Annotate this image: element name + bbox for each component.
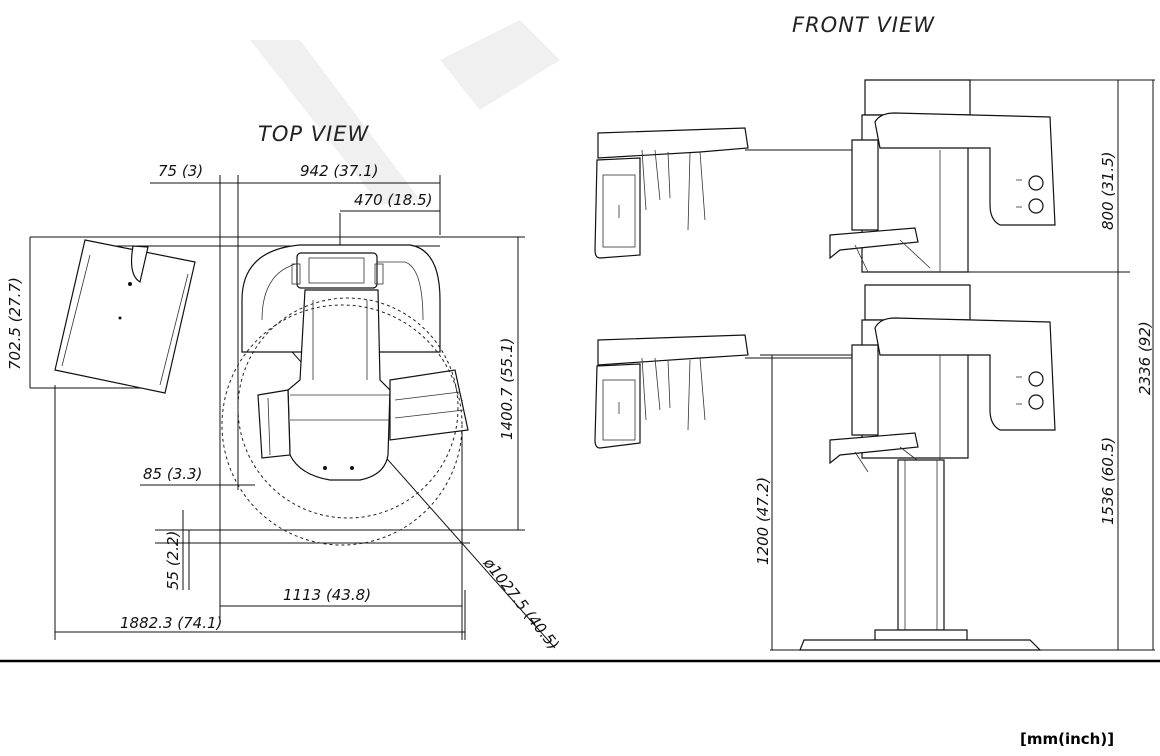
dim-800: 800 (31.5) [1099,151,1117,230]
unit-lower-position [594,284,1056,473]
rotation-circle-inner [237,297,459,519]
front-view: FRONT VIEW 800 (31.5) 2336 (92) 1536 (60… [594,13,1155,651]
top-view: TOP VIEW [6,122,563,653]
dim-1200: 1200 (47.2) [754,477,772,565]
dim-470: 470 (18.5) [354,191,433,209]
dim-702: 702.5 (27.7) [6,277,24,370]
dim-942: 942 (37.1) [300,162,379,180]
column-and-base [799,459,1042,651]
unit-top-outline [241,244,469,481]
dim-1882: 1882.3 (74.1) [120,614,222,632]
units-label: [mm(inch)] [1020,730,1114,748]
dim-1113: 1113 (43.8) [283,586,371,604]
dim-1400: 1400.7 (55.1) [498,338,516,440]
top-view-title: TOP VIEW [258,122,370,146]
dim-1536: 1536 (60.5) [1099,437,1117,525]
dim-2336: 2336 (92) [1136,321,1154,395]
dim-55: 55 (2.2) [164,531,182,590]
dim-diameter: ø1027.5 (40.5) [479,554,562,654]
detector-block [54,239,196,394]
rotation-circle-outer [221,304,463,546]
unit-upper-position [594,79,1056,273]
dim-75: 75 (3) [158,162,203,180]
front-view-title: FRONT VIEW [792,13,935,37]
watermark [250,20,560,205]
dim-85: 85 (3.3) [143,465,202,483]
